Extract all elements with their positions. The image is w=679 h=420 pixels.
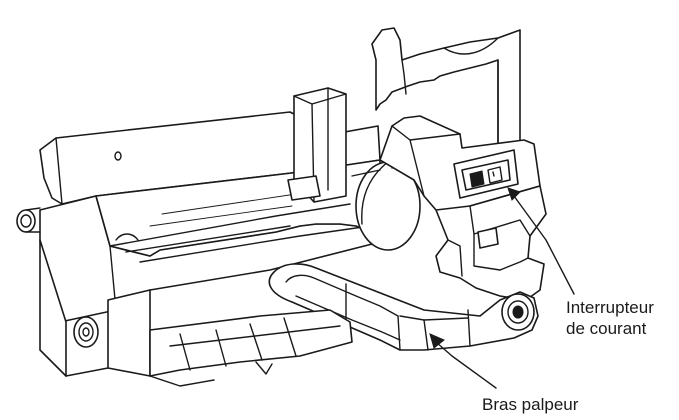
switch-leader-arrowhead bbox=[507, 187, 521, 201]
motor-housing bbox=[435, 185, 547, 301]
feeler-arm bbox=[268, 263, 539, 351]
front-fixture bbox=[73, 316, 99, 348]
feeler-arm-label: Bras palpeur bbox=[482, 395, 579, 414]
callout-lines bbox=[429, 187, 575, 389]
power-switch-label-line1: Interrupteur bbox=[566, 298, 654, 317]
power-switch-label: Interrupteur de courant bbox=[566, 297, 654, 339]
control-housing bbox=[379, 115, 541, 213]
power-switch-label-line2: de courant bbox=[566, 319, 647, 338]
arm-leader-arrowhead bbox=[429, 333, 445, 349]
power-switch-rocker bbox=[469, 170, 485, 188]
water-fill-cup bbox=[287, 87, 347, 203]
left-pivot bbox=[16, 207, 41, 233]
mounting-hole bbox=[114, 151, 122, 161]
underside-blades bbox=[149, 309, 353, 387]
arm-leader-line bbox=[435, 341, 497, 389]
switch-leader-line bbox=[513, 195, 575, 295]
